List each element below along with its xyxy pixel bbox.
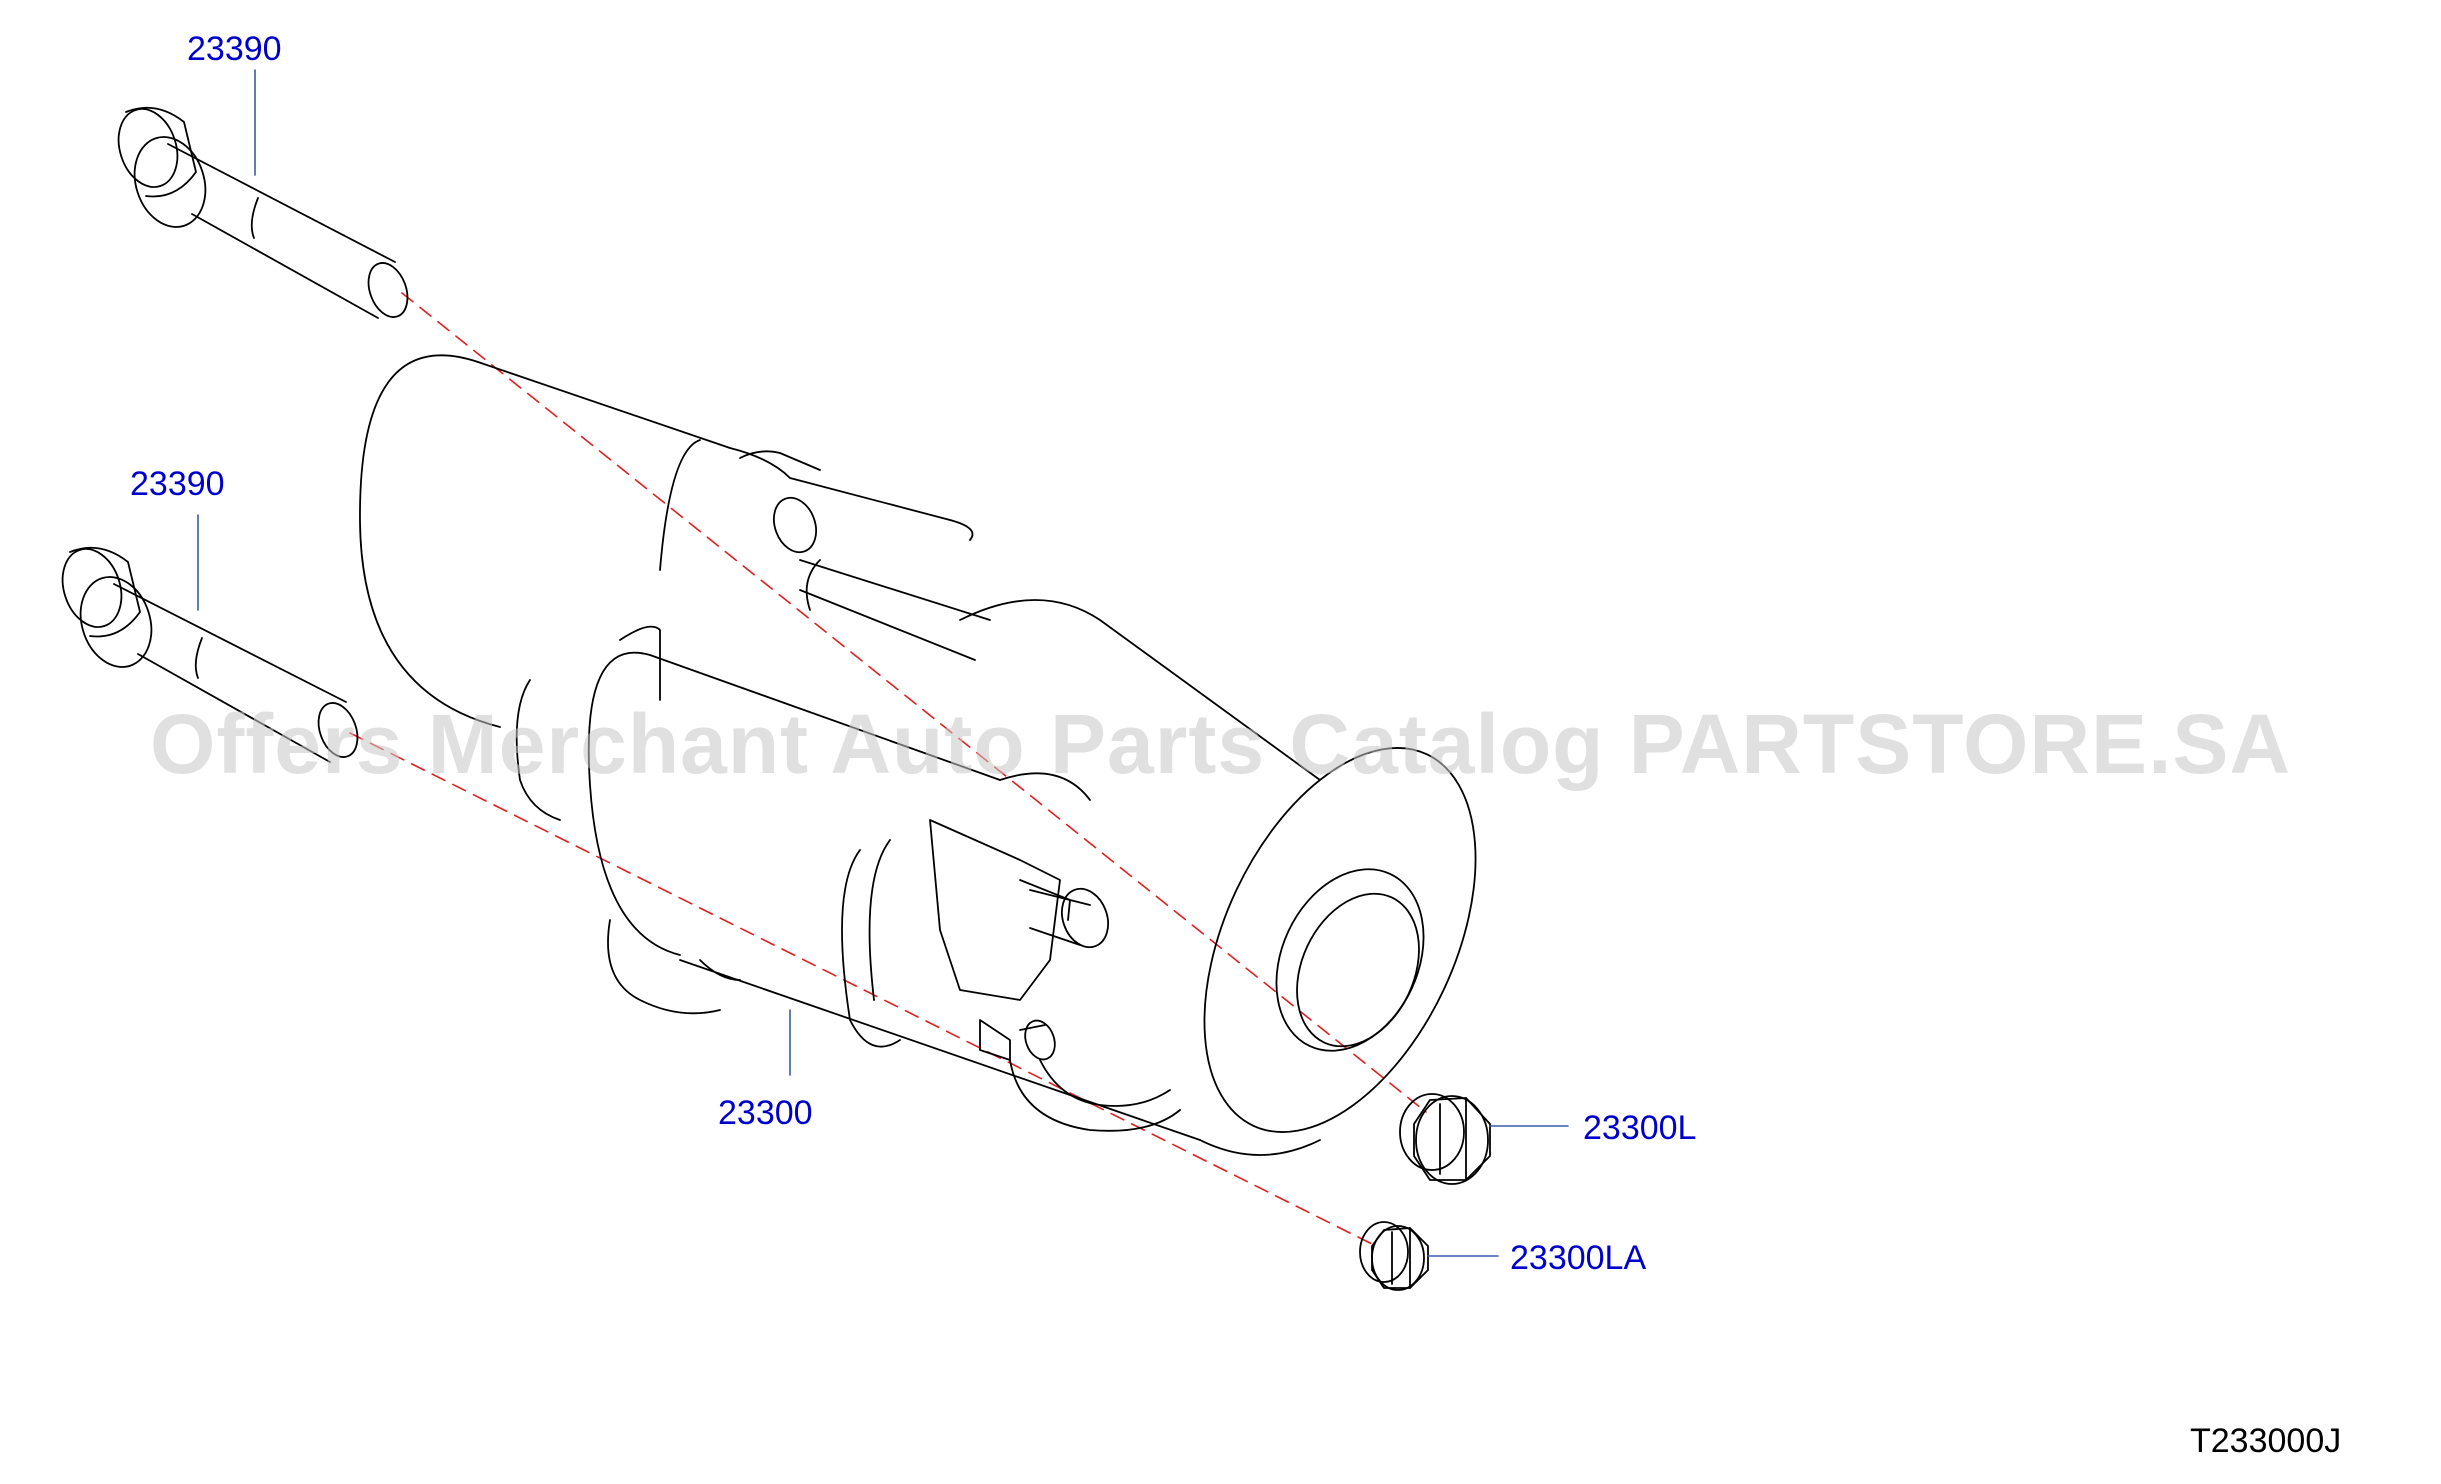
figure-code: T233000J [2190,1422,2342,1460]
callout-23390-upper[interactable]: 23390 [187,30,282,68]
flange-bolt-icon [117,106,409,319]
flange-bolt-icon [61,546,359,763]
callout-23390-lower[interactable]: 23390 [130,465,225,503]
callout-23300l[interactable]: 23300L [1583,1109,1697,1147]
hex-flange-nut-icon [1359,1221,1429,1291]
assembly-center-lines [349,292,1427,1247]
hex-flange-nut-icon [1399,1093,1491,1185]
callout-23300la[interactable]: 23300LA [1510,1239,1647,1277]
starter-motor-icon [359,354,1477,1156]
callout-23300[interactable]: 23300 [718,1094,813,1132]
leader-lines [197,69,1569,1257]
watermark-text: Offers Merchant Auto Parts Catalog PARTS… [150,697,2292,791]
